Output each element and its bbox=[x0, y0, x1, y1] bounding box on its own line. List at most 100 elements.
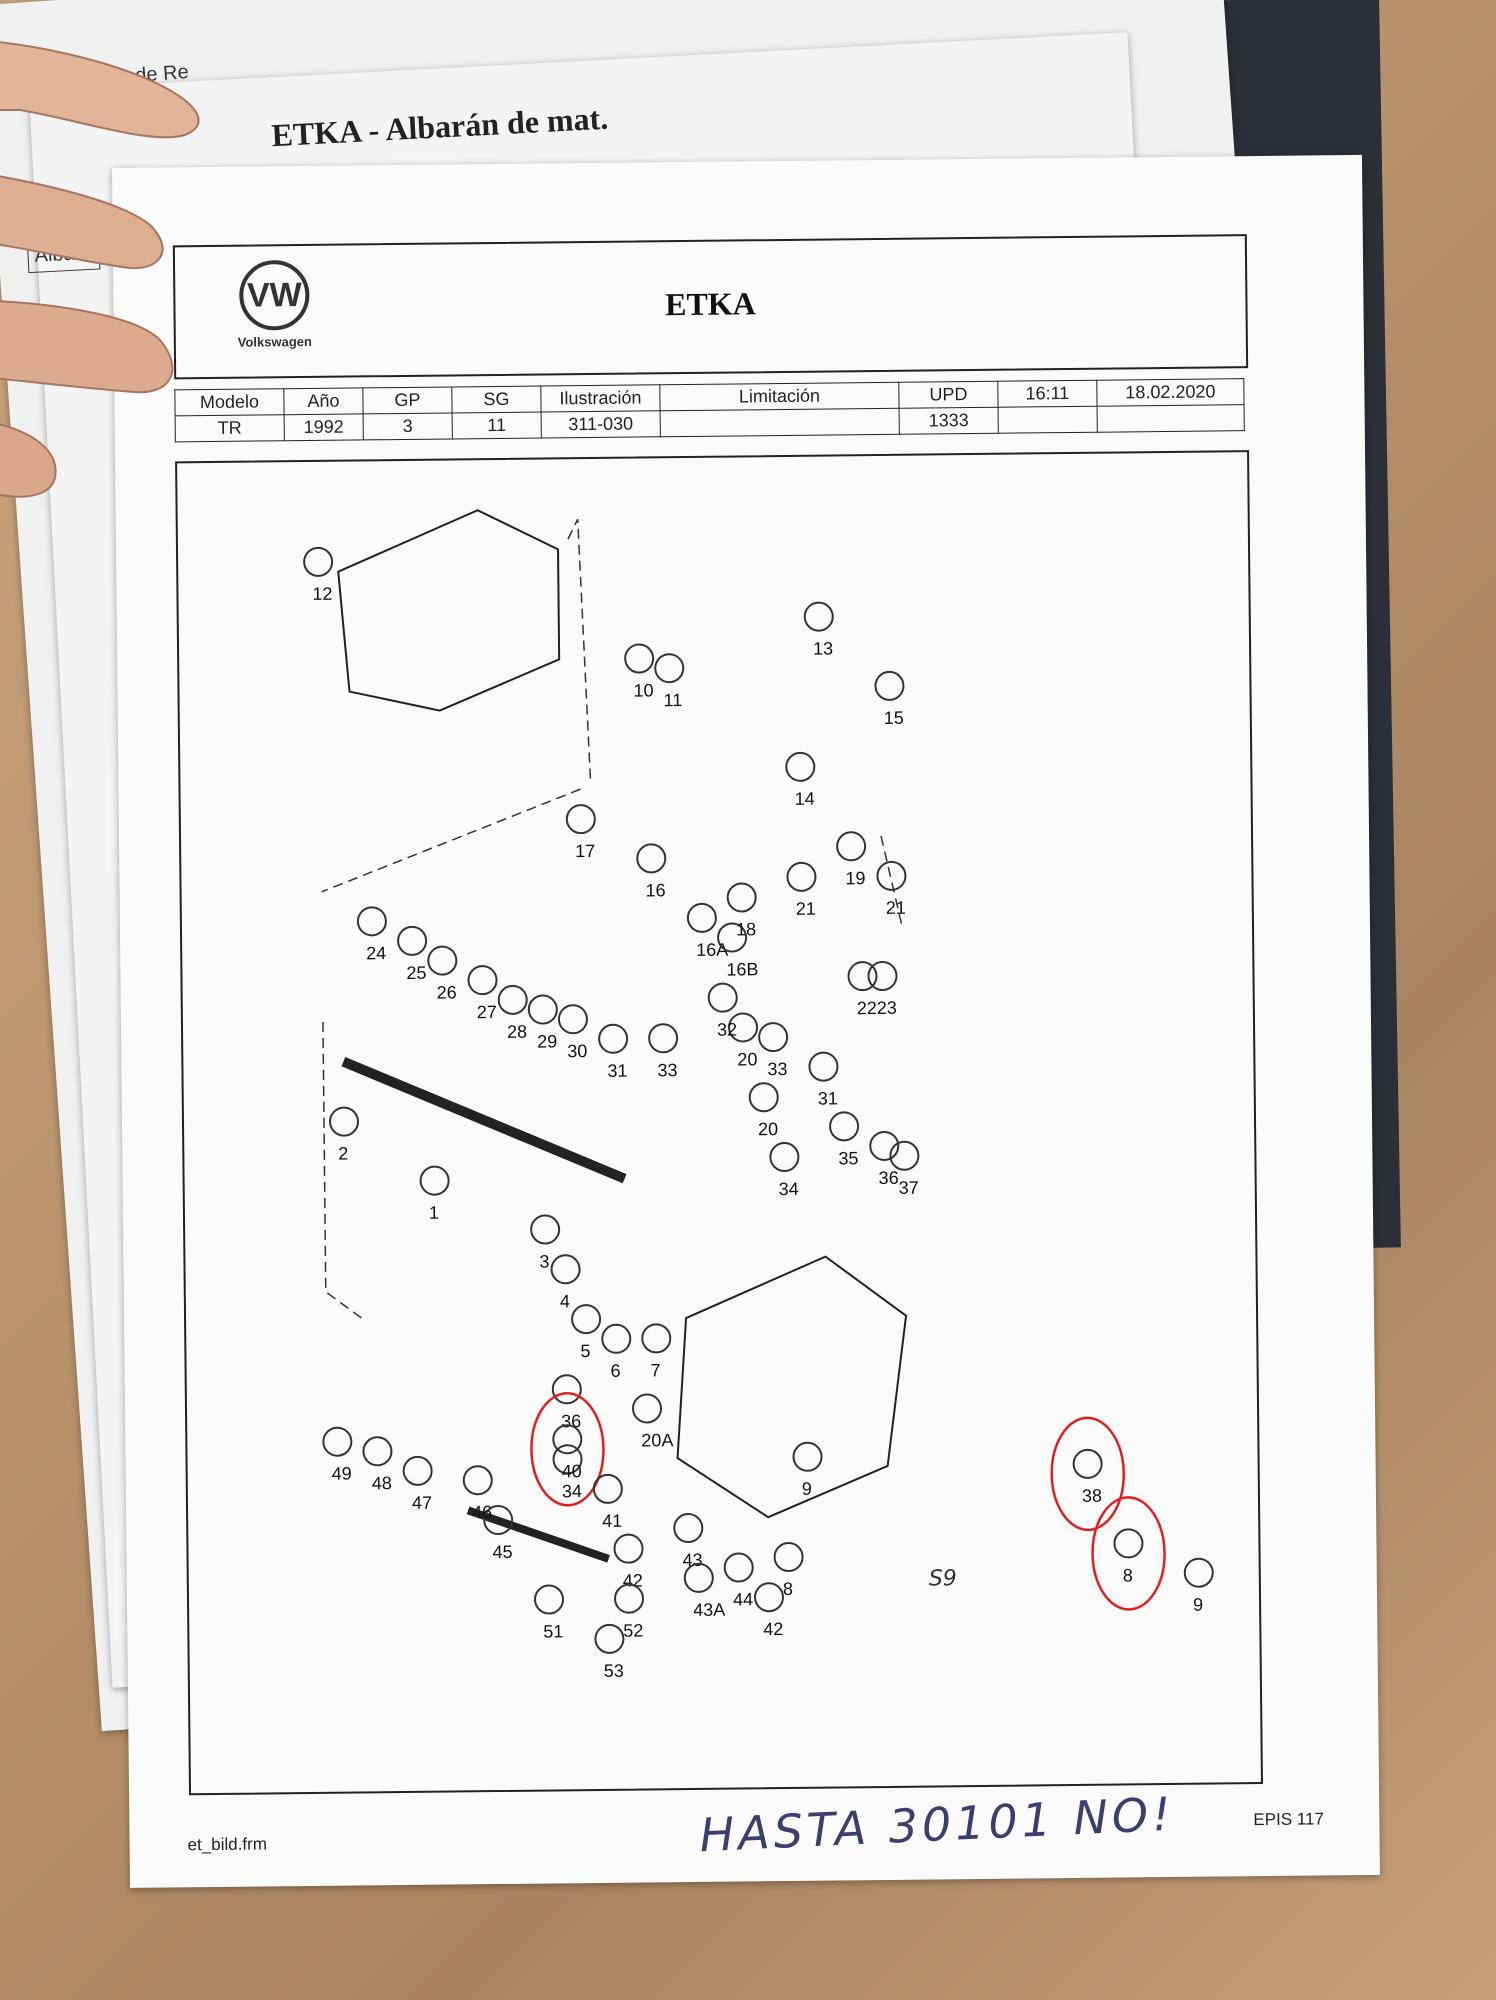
part-40-shape bbox=[552, 1424, 583, 1455]
part-26-shape bbox=[427, 945, 458, 976]
part-30-shape bbox=[557, 1004, 588, 1035]
etka-parts-sheet: VW Volkswagen ETKA Modelo Año GP SG Ilus… bbox=[112, 154, 1380, 1888]
header-limitacion: Limitación bbox=[659, 382, 900, 411]
output-shaft bbox=[466, 1506, 610, 1563]
part-label-46: 46 bbox=[472, 1502, 492, 1522]
part-3-shape bbox=[530, 1214, 561, 1245]
guide-line-1 bbox=[567, 518, 592, 780]
highlight-circle-part-38 bbox=[1050, 1416, 1125, 1532]
part-label-14: 14 bbox=[795, 789, 815, 809]
part-label-20a: 20A bbox=[641, 1430, 673, 1450]
part-label-3: 3 bbox=[539, 1251, 549, 1271]
part-17-shape bbox=[565, 804, 596, 835]
part-label-34: 34 bbox=[562, 1481, 582, 1501]
input-shaft bbox=[341, 1057, 627, 1184]
value-ano: 1992 bbox=[284, 413, 364, 441]
part-label-36: 36 bbox=[561, 1411, 581, 1431]
part-label-15: 15 bbox=[884, 708, 904, 728]
part-16a-shape bbox=[686, 902, 717, 933]
part-label-33: 33 bbox=[657, 1060, 677, 1080]
part-9-shape bbox=[792, 1441, 823, 1472]
part-36-shape bbox=[551, 1374, 582, 1405]
part-label-20: 20 bbox=[758, 1119, 778, 1139]
header-sg: SG bbox=[451, 386, 542, 413]
part-53-shape bbox=[594, 1623, 625, 1654]
part-label-12: 12 bbox=[312, 584, 332, 604]
part-31-shape bbox=[808, 1051, 839, 1082]
part-13-shape bbox=[803, 601, 834, 632]
header-ano: Año bbox=[283, 387, 364, 415]
part-label-44: 44 bbox=[733, 1589, 753, 1609]
part-label-43: 43 bbox=[683, 1550, 703, 1570]
part-41-shape bbox=[592, 1473, 623, 1504]
handwritten-annotation: S9 bbox=[929, 1566, 957, 1591]
value-gp: 3 bbox=[363, 412, 453, 440]
header-upd: UPD bbox=[898, 381, 999, 409]
part-label-19: 19 bbox=[845, 868, 865, 888]
part-2-shape bbox=[328, 1106, 359, 1137]
part-label-31: 31 bbox=[818, 1088, 838, 1108]
handwritten-note: HASTA 30101 NO! bbox=[698, 1786, 1176, 1863]
part-label-26: 26 bbox=[437, 982, 457, 1002]
part-label-7: 7 bbox=[651, 1360, 661, 1380]
part-47-shape bbox=[402, 1455, 433, 1486]
part-36-shape bbox=[869, 1130, 900, 1161]
value-ilustracion: 311-030 bbox=[541, 410, 661, 439]
part-44-shape bbox=[723, 1552, 754, 1583]
value-sg: 11 bbox=[452, 412, 542, 439]
part-label-51: 51 bbox=[543, 1621, 563, 1641]
part-label-42: 42 bbox=[623, 1571, 643, 1591]
part-label-29: 29 bbox=[537, 1031, 557, 1051]
part-51-shape bbox=[534, 1584, 565, 1615]
part-27-shape bbox=[467, 965, 498, 996]
part-52-shape bbox=[614, 1583, 645, 1614]
part-33-shape bbox=[758, 1022, 789, 1053]
part-21-shape bbox=[786, 861, 817, 892]
part-label-47: 47 bbox=[412, 1493, 432, 1513]
value-limitacion bbox=[660, 408, 900, 437]
part-label-6: 6 bbox=[611, 1361, 621, 1381]
part-28-shape bbox=[497, 984, 528, 1015]
brand-name: Volkswagen bbox=[237, 333, 312, 350]
part-label-5: 5 bbox=[580, 1341, 590, 1361]
info-table: Modelo Año GP SG Ilustración Limitación … bbox=[174, 378, 1245, 442]
part-1-shape bbox=[419, 1165, 450, 1196]
part-18-shape bbox=[726, 882, 757, 913]
part-label-38: 38 bbox=[1082, 1486, 1102, 1506]
part-10-shape bbox=[624, 643, 655, 674]
part-label-34: 34 bbox=[779, 1179, 799, 1199]
part-15-shape bbox=[874, 670, 905, 701]
part-8-shape bbox=[1113, 1528, 1144, 1559]
part-label-24: 24 bbox=[366, 943, 386, 963]
highlight-circle-part-8 bbox=[1091, 1496, 1166, 1611]
part-43a-shape bbox=[683, 1562, 714, 1593]
part-label-37: 37 bbox=[899, 1178, 919, 1198]
part-label-40: 40 bbox=[562, 1461, 582, 1481]
guide-line-3 bbox=[321, 788, 581, 893]
part-46-shape bbox=[462, 1465, 493, 1496]
highlight-circle-part-40 bbox=[530, 1392, 605, 1507]
part-label-36: 36 bbox=[879, 1168, 899, 1188]
part-label-21: 21 bbox=[886, 898, 906, 918]
header-time: 16:11 bbox=[997, 380, 1098, 408]
header-gp: GP bbox=[362, 386, 453, 414]
part-label-16: 16 bbox=[645, 880, 665, 900]
part-38-shape bbox=[1072, 1448, 1103, 1479]
part-label-9: 9 bbox=[1193, 1595, 1203, 1615]
albaran-title: ETKA - Albarán de mat. bbox=[270, 99, 609, 154]
part-label-2: 2 bbox=[338, 1144, 348, 1164]
part-24-shape bbox=[356, 906, 387, 937]
footer-filename: et_bild.frm bbox=[187, 1834, 268, 1855]
part-label-10: 10 bbox=[633, 680, 653, 700]
header-date: 18.02.2020 bbox=[1096, 378, 1245, 407]
part-7-shape bbox=[641, 1323, 672, 1354]
part-label-30: 30 bbox=[567, 1041, 587, 1061]
part-5-shape bbox=[571, 1304, 602, 1335]
part-20-shape bbox=[748, 1082, 779, 1113]
part-label-21: 21 bbox=[796, 899, 816, 919]
part-42-shape bbox=[613, 1533, 644, 1564]
part-11-shape bbox=[654, 653, 685, 684]
part-label-8: 8 bbox=[783, 1579, 793, 1599]
part-label-49: 49 bbox=[332, 1464, 352, 1484]
